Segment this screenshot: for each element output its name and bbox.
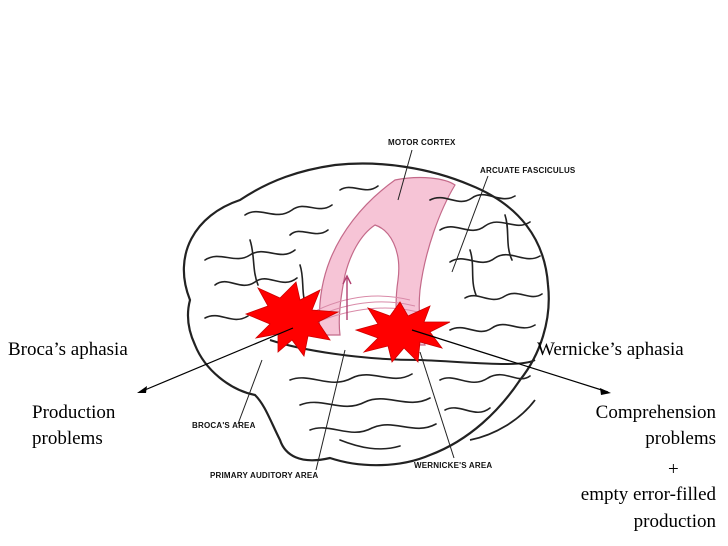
brocas-area-label: BROCA'S AREA (192, 421, 256, 430)
broca-burst[interactable] (244, 281, 340, 357)
wernicke-burst[interactable] (354, 301, 451, 363)
pointer-lines (237, 149, 489, 471)
aphasia-arrows (139, 327, 609, 393)
broca-aphasia-title: Broca’s aphasia (8, 339, 128, 360)
comprehension-line: Comprehension (595, 402, 716, 423)
broca-arrow (139, 327, 294, 393)
primary-auditory-area-label: PRIMARY AUDITORY AREA (210, 471, 319, 480)
plus-sign: + (668, 459, 679, 480)
broca-arrow-head (137, 386, 147, 393)
arcuate-fasciculus-label: ARCUATE FASCICULUS (480, 166, 576, 175)
wernicke-aphasia-title: Wernicke’s aphasia (537, 339, 684, 360)
motor-arrow-head (342, 274, 352, 285)
production-line: production (633, 511, 716, 532)
production-problems-line1: Production (32, 402, 116, 423)
comprehension-problems-line: problems (645, 428, 716, 449)
empty-error-filled-line: empty error-filled (580, 484, 716, 505)
motor-cortex-region (318, 176, 456, 346)
wernickes-area-label: WERNICKE'S AREA (414, 461, 493, 470)
wernicke-arrow (411, 329, 609, 393)
wernicke-arrow-head (600, 388, 611, 395)
gyri-pattern (204, 185, 543, 450)
motor-cortex-label: MOTOR CORTEX (388, 138, 456, 147)
cerebellum-outline (469, 399, 536, 441)
brain-outline (182, 162, 550, 467)
production-problems-line2: problems (32, 428, 103, 449)
